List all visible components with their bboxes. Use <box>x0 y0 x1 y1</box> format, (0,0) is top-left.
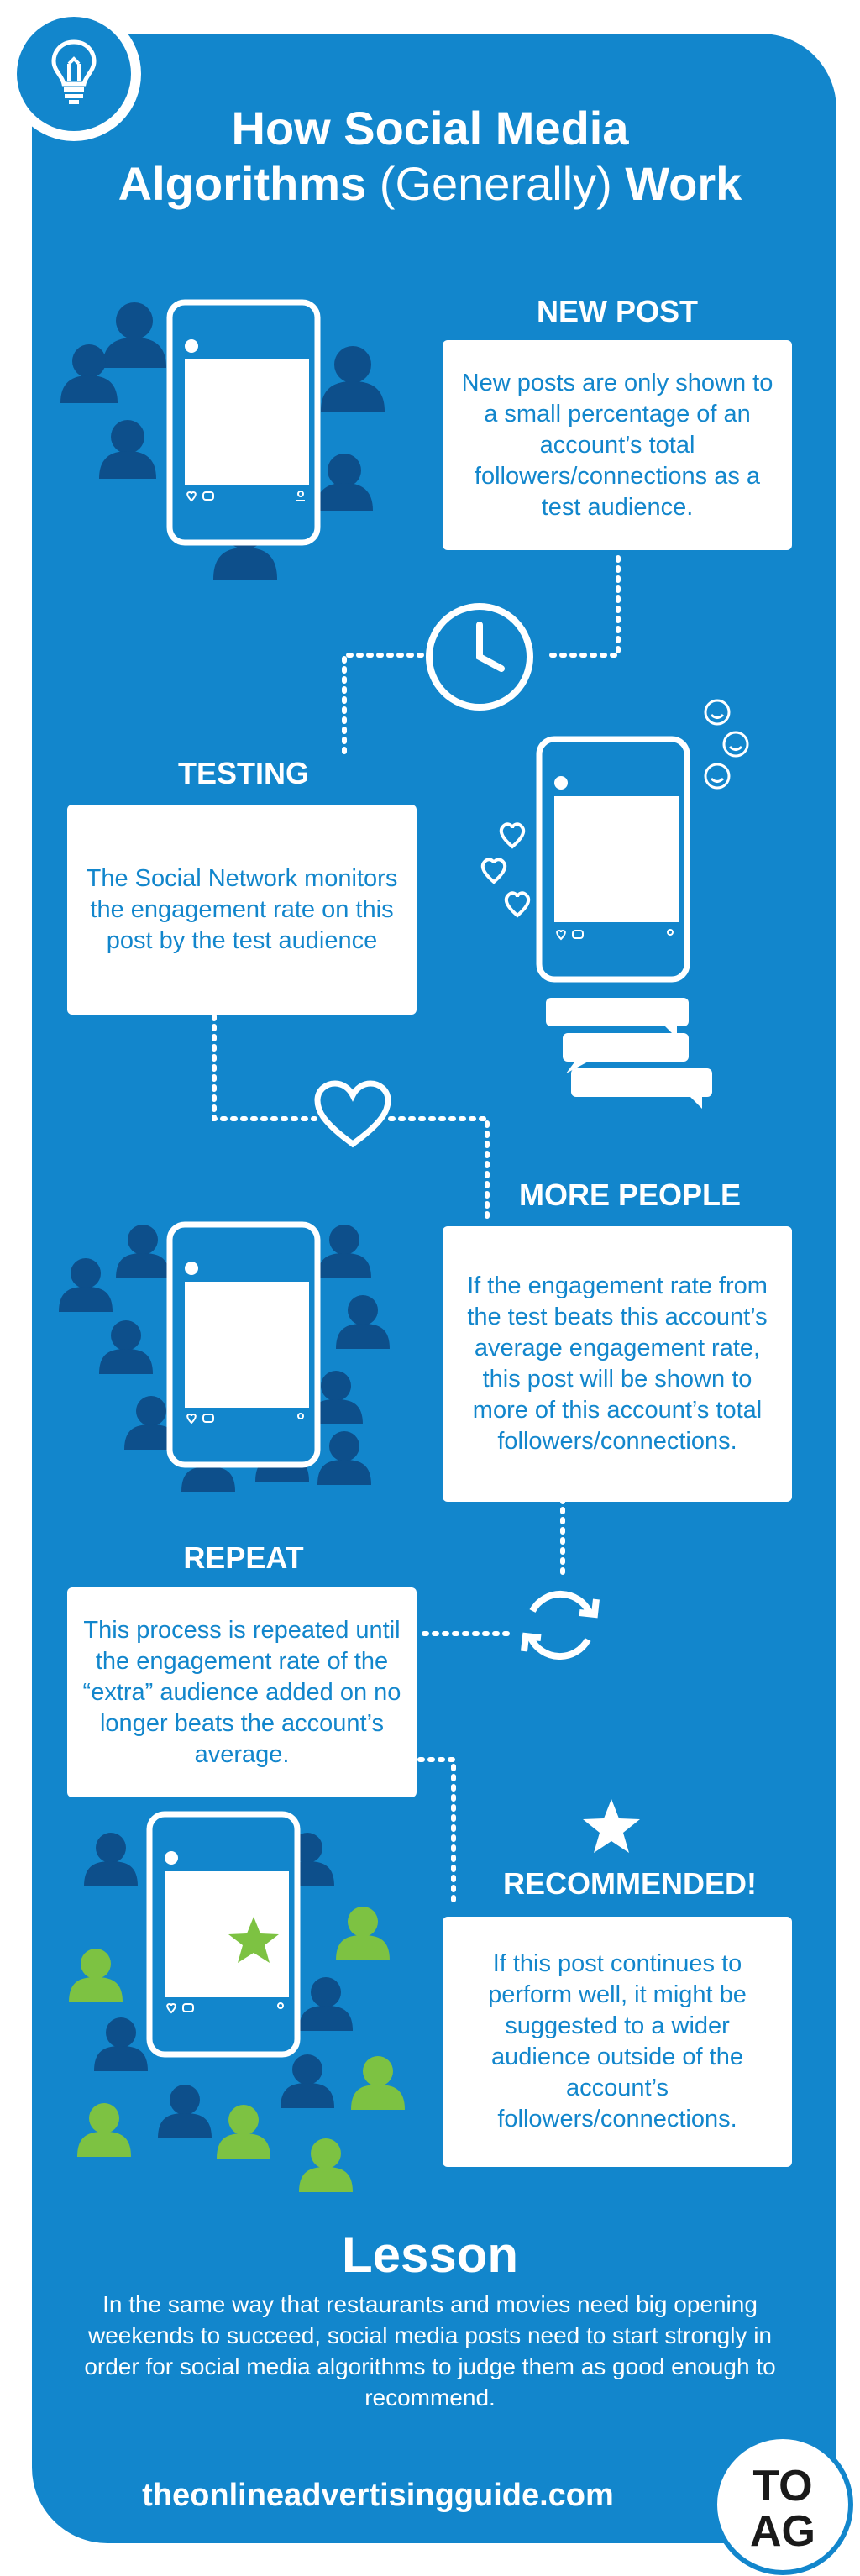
chat-bubble-icon <box>546 998 712 1109</box>
lightbulb-badge <box>7 7 141 141</box>
lightbulb-icon <box>51 39 97 104</box>
heading-new-post: NEW POST <box>536 294 698 328</box>
heading-more-people: MORE PEOPLE <box>518 1178 742 1212</box>
person-icon <box>321 346 385 412</box>
star-icon <box>583 1799 640 1853</box>
title-bold-algorithms: Algorithms <box>118 157 367 210</box>
clock-icon <box>426 603 533 711</box>
title-bold-work: Work <box>625 157 742 210</box>
person-icon <box>316 454 373 511</box>
toag-logo: TO AG <box>712 2434 853 2575</box>
heart-icon <box>480 822 531 918</box>
heading-testing: TESTING <box>177 756 309 790</box>
logo-line-1: TO <box>752 2462 813 2510</box>
text-box-repeat: This process is repeated until the engag… <box>67 1587 417 1797</box>
refresh-icon <box>521 1590 600 1660</box>
title-light-generally: (Generally) <box>379 157 612 210</box>
text-box-more-people: If the engagement rate from the test bea… <box>443 1226 792 1502</box>
text-box-recommended: If this post continues to perform well, … <box>443 1917 792 2167</box>
phone-recommended-illustration <box>69 1811 405 2192</box>
heart-icon <box>314 1080 391 1148</box>
website-url: theonlineadvertisingguide.com <box>142 2478 614 2513</box>
title-line-1: How Social Media <box>231 102 629 155</box>
lesson-title: Lesson <box>341 2227 519 2283</box>
lesson-text: In the same way that restaurants and mov… <box>84 2291 776 2411</box>
person-icon <box>102 302 166 368</box>
logo-line-2: AG <box>750 2507 815 2556</box>
page-title: How Social Media Algorithms (Generally) … <box>0 101 860 212</box>
person-icon <box>60 344 118 403</box>
text-box-testing: The Social Network monitors the engageme… <box>67 805 417 1015</box>
person-icon <box>69 1907 405 2192</box>
text-box-new-post: New posts are only shown to a small perc… <box>443 340 792 550</box>
person-icon <box>99 420 156 479</box>
phone-testing-illustration <box>480 699 749 1109</box>
phone-new-post-illustration <box>60 299 385 580</box>
heading-repeat: REPEAT <box>183 1540 304 1575</box>
smiley-icon <box>704 699 749 790</box>
heading-recommended: RECOMMENDED! <box>503 1866 757 1901</box>
phone-more-people-illustration <box>59 1221 390 1492</box>
